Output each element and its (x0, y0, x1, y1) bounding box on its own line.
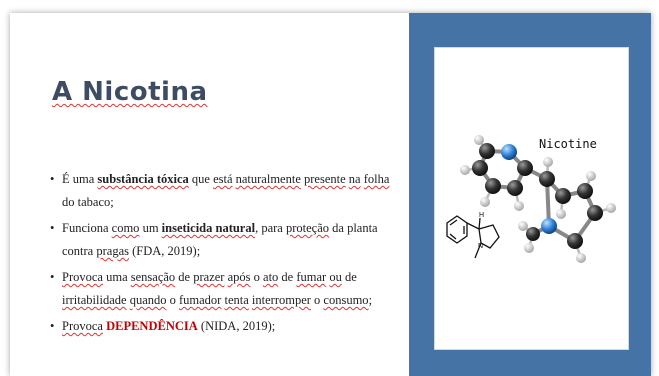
bullet-text-segment: um (139, 221, 162, 235)
bullet-item: Provoca DEPENDÊNCIA (NIDA, 2019); (50, 315, 402, 338)
molecule-3d-model-icon: H N (446, 135, 616, 263)
bullet-text-segment: interromper (251, 293, 311, 307)
bullet-text-segment: ou (329, 270, 342, 284)
bullet-text-segment: do tabaco; (62, 195, 114, 209)
slide-title[interactable]: A Nicotina (52, 77, 208, 107)
bullet-item: Funciona como um inseticida natural, par… (50, 217, 402, 263)
bullet-text-segment: da planta contra (62, 221, 378, 258)
bullet-text-segment: Provoca (62, 270, 103, 284)
bullet-text-segment: (NIDA, 2019); (197, 319, 276, 333)
bullet-text-segment: irritabilidade (62, 293, 127, 307)
bullet-text-segment: DEPENDÊNCIA (106, 319, 198, 333)
bullet-text-segment: Funciona (62, 221, 112, 235)
slide-title-text: A Nicotina (52, 77, 208, 107)
bullet-item: Provoca uma sensação de prazer após o at… (50, 266, 402, 312)
bullet-text-segment: tenta (224, 293, 249, 307)
bullet-text-segment: (FDA, 2019); (128, 244, 201, 258)
bullet-text-segment: naturalmente (235, 172, 301, 186)
bullet-text-segment: substância tóxica (97, 172, 189, 186)
bullet-text-segment: uma (102, 270, 131, 284)
bullet-text-segment: É uma (62, 172, 98, 186)
bullet-text-segment: fumar (296, 270, 327, 284)
bullet-text-segment: o (310, 293, 324, 307)
bullet-text-segment: o (250, 270, 264, 284)
bullet-text-segment: quando (129, 293, 167, 307)
right-blue-panel: Nicotine (409, 13, 651, 376)
bullet-text-segment: como (111, 221, 140, 235)
bullet-item: É uma substância tóxica que está natural… (50, 168, 402, 214)
bullet-text-segment: Provoca (62, 319, 103, 333)
bullet-text-segment: inseticida natural (161, 221, 256, 235)
molecule-label: Nicotine (539, 137, 597, 151)
bullet-text-segment: ; (368, 293, 373, 307)
bullet-text-segment: na (348, 172, 361, 186)
bullet-text-segment: presente (304, 172, 346, 186)
bullet-text-segment: prazer (193, 270, 225, 284)
bullet-text-segment: o (166, 293, 179, 307)
bullet-text-segment: está (213, 172, 233, 186)
bullet-text-segment: ato (263, 270, 279, 284)
bullet-list[interactable]: É uma substância tóxica que está natural… (50, 168, 402, 341)
bullet-text-segment: , para (255, 221, 286, 235)
bullet-text-segment: de (278, 270, 297, 284)
bullet-text-segment: sensação (130, 270, 176, 284)
bullet-text-segment: proteção (285, 221, 330, 235)
skeletal-h-label: H (479, 212, 484, 219)
bullet-text-segment: que (188, 172, 214, 186)
slide: A Nicotina É uma substância tóxica que e… (10, 13, 651, 376)
bullet-text-segment: após (227, 270, 251, 284)
bullet-text-segment: consumo (323, 293, 369, 307)
bullet-text-segment: fumador (179, 293, 222, 307)
bullet-text-segment: de (175, 270, 194, 284)
bullet-text-segment: pragas (96, 244, 129, 258)
bullet-text-segment: de (341, 270, 357, 284)
nicotine-molecule-picture[interactable]: Nicotine (434, 47, 629, 350)
bullet-text-segment: folha (363, 172, 390, 186)
skeletal-n-label: N (478, 243, 483, 250)
